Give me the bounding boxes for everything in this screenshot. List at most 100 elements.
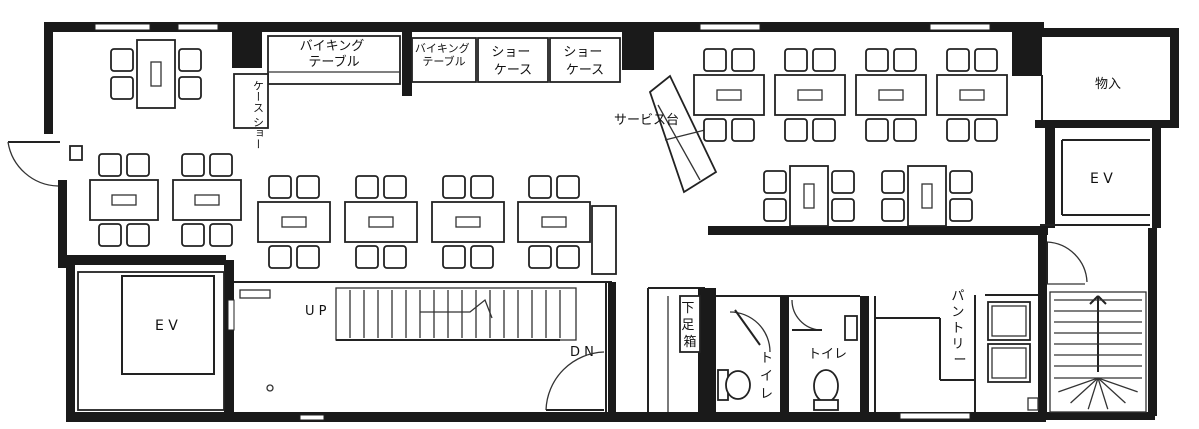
table-center-mark xyxy=(281,216,307,228)
chair xyxy=(355,175,379,199)
chair xyxy=(470,245,494,269)
stair-tread xyxy=(1097,377,1126,404)
showcase-vertical-label: ケース ショー xyxy=(252,80,265,150)
shoe-box: 下 足 箱 xyxy=(667,295,701,412)
dining-table xyxy=(431,201,505,243)
entrance-door[interactable] xyxy=(7,141,83,187)
chair xyxy=(784,118,808,142)
dining-table xyxy=(89,179,159,221)
toilet-1-label: ト イ レ xyxy=(760,351,777,402)
dining-table xyxy=(936,74,1008,116)
dining-table xyxy=(907,165,947,227)
table-center-mark xyxy=(541,216,567,228)
ev-left-label: E V xyxy=(155,318,178,334)
chair xyxy=(442,175,466,199)
chair xyxy=(209,153,233,177)
ev-side-door[interactable] xyxy=(1046,241,1088,285)
dining-table xyxy=(517,201,591,243)
chair xyxy=(296,245,320,269)
pantry: パ ン ト リ ー xyxy=(951,289,1039,411)
chair xyxy=(812,118,836,142)
table-center-mark xyxy=(878,89,904,101)
chair xyxy=(881,198,905,222)
chair xyxy=(296,175,320,199)
showcase-1-label: ショー ケース xyxy=(491,45,534,78)
chair xyxy=(893,48,917,72)
chair xyxy=(556,245,580,269)
table-center-mark xyxy=(803,183,815,209)
pantry-label: パ ン ト リ ー xyxy=(951,289,968,368)
chair xyxy=(703,48,727,72)
chair xyxy=(881,170,905,194)
stair-tread xyxy=(1097,377,1138,393)
dining-table xyxy=(344,201,418,243)
chair xyxy=(949,198,973,222)
chair xyxy=(268,245,292,269)
chair xyxy=(865,48,889,72)
dining-table xyxy=(136,39,176,109)
toilet-2-label: トイレ xyxy=(808,347,847,362)
table-center-mark xyxy=(368,216,394,228)
table-center-mark xyxy=(111,194,137,206)
chair xyxy=(831,198,855,222)
chair xyxy=(974,118,998,142)
chair xyxy=(470,175,494,199)
chair xyxy=(528,175,552,199)
exterior-walls xyxy=(44,22,1179,422)
toilet-2: トイレ xyxy=(791,299,858,411)
chair xyxy=(383,175,407,199)
staircase: U P D N xyxy=(305,287,605,411)
chair xyxy=(355,245,379,269)
chair xyxy=(110,48,134,72)
toilet-1: ト イ レ xyxy=(717,309,777,402)
showcase-2-label: ショー ケース xyxy=(563,45,606,78)
buffet-area: バイキング テーブル バイキング テーブル ショー ケース ショー ケース ケー… xyxy=(233,35,621,150)
chair xyxy=(731,48,755,72)
dining-table xyxy=(789,165,829,227)
chair xyxy=(178,48,202,72)
chair xyxy=(556,175,580,199)
chair xyxy=(181,153,205,177)
stair-tread xyxy=(1070,377,1099,404)
up-label: U P xyxy=(305,304,327,319)
service-counter: サービス台 xyxy=(614,74,718,194)
table-center-mark xyxy=(921,183,933,209)
chair xyxy=(731,118,755,142)
dining-tables xyxy=(89,39,1008,275)
dn-label: D N xyxy=(570,345,594,360)
chair xyxy=(268,175,292,199)
elevator-left: E V xyxy=(155,289,274,392)
right-staircase xyxy=(1049,291,1147,413)
chair xyxy=(383,245,407,269)
bench xyxy=(591,205,617,275)
chair xyxy=(865,118,889,142)
dining-table xyxy=(693,74,765,116)
storage-label: 物入 xyxy=(1095,77,1121,92)
table-center-mark xyxy=(959,89,985,101)
chair xyxy=(442,245,466,269)
chair xyxy=(949,170,973,194)
chair xyxy=(181,223,205,247)
chair xyxy=(831,170,855,194)
chair xyxy=(812,48,836,72)
chair xyxy=(946,118,970,142)
chair xyxy=(763,198,787,222)
interior-walls xyxy=(66,30,1170,421)
chair xyxy=(703,118,727,142)
table-center-mark xyxy=(455,216,481,228)
ev-right-label: E V xyxy=(1090,171,1113,187)
service-counter-label: サービス台 xyxy=(614,113,679,128)
table-center-mark xyxy=(150,61,162,87)
chair xyxy=(784,48,808,72)
buffet-table-label: バイキング テーブル xyxy=(300,39,369,70)
chair xyxy=(209,223,233,247)
chair xyxy=(946,48,970,72)
dining-table xyxy=(774,74,846,116)
chair xyxy=(110,76,134,100)
table-center-mark xyxy=(797,89,823,101)
table-center-mark xyxy=(194,194,220,206)
chair xyxy=(98,153,122,177)
chair xyxy=(98,223,122,247)
chair xyxy=(893,118,917,142)
stair-tread xyxy=(1097,377,1109,410)
